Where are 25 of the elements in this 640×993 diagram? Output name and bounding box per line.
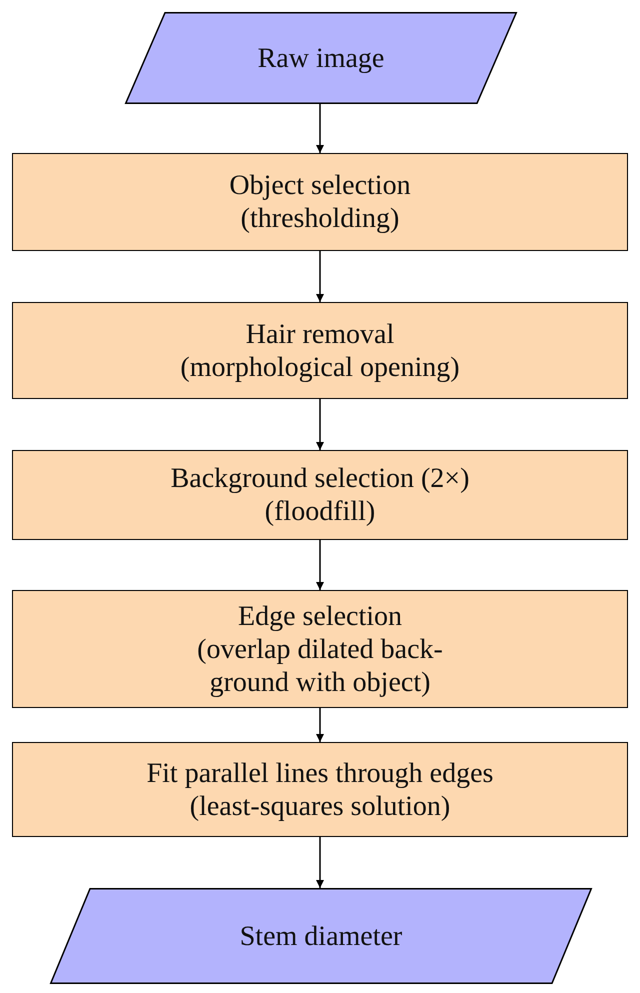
process-box bbox=[12, 153, 628, 251]
node-label: Fit parallel lines through edges bbox=[146, 756, 494, 790]
node-label: Object selection bbox=[229, 169, 411, 202]
node-label: (least-squares solution) bbox=[190, 790, 450, 822]
process-box bbox=[12, 302, 628, 399]
node-label: Hair removal bbox=[246, 318, 394, 350]
node-label: Raw image bbox=[258, 42, 384, 74]
process-box bbox=[12, 742, 628, 837]
node-label: Stem diameter bbox=[240, 920, 402, 952]
arrow bbox=[316, 399, 324, 450]
arrow bbox=[316, 540, 324, 590]
node-label: Background selection (2×) bbox=[170, 462, 470, 495]
node-label: (overlap dilated back- ground with object) bbox=[196, 632, 444, 698]
arrow bbox=[316, 837, 324, 888]
arrow bbox=[316, 104, 324, 153]
node-label: (morphological opening) bbox=[180, 350, 460, 384]
node-label: Edge selection bbox=[238, 600, 402, 632]
process-box bbox=[12, 450, 628, 540]
data-parallelogram bbox=[125, 12, 517, 104]
process-box bbox=[12, 590, 628, 708]
node-label: (thresholding) bbox=[240, 202, 400, 235]
data-parallelogram bbox=[50, 888, 592, 984]
node-label: (floodfill) bbox=[264, 495, 376, 528]
arrow bbox=[316, 251, 324, 302]
arrow bbox=[316, 708, 324, 742]
